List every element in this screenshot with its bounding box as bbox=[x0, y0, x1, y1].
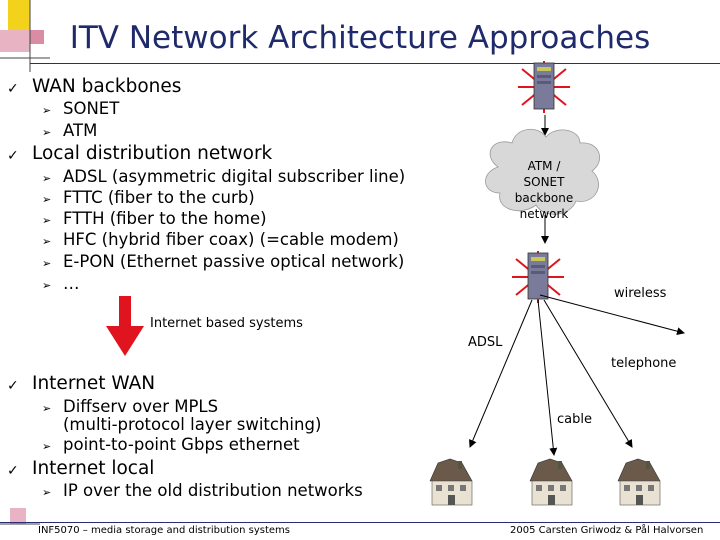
check-icon: ✓ bbox=[7, 81, 19, 97]
house-icon bbox=[429, 458, 473, 506]
server-icon bbox=[517, 60, 571, 114]
sub-bullet: FTTC (fiber to the curb) bbox=[63, 188, 255, 207]
network-diagram bbox=[429, 60, 685, 506]
arrow-bullet-icon: ➢ bbox=[42, 235, 52, 248]
server-icon bbox=[511, 250, 565, 304]
link-label-telephone: telephone bbox=[611, 356, 677, 371]
cloud-label-line: network bbox=[519, 207, 569, 221]
sub-bullet: E-PON (Ethernet passive optical network) bbox=[63, 252, 405, 271]
check-icon: ✓ bbox=[7, 463, 19, 479]
arrow-bullet-icon: ➢ bbox=[42, 440, 52, 453]
sub-bullet: IP over the old distribution networks bbox=[63, 481, 363, 500]
bullet-wan-backbones: WAN backbones bbox=[32, 76, 182, 97]
arrow-bullet-icon: ➢ bbox=[42, 172, 52, 185]
bullet-local-distribution: Local distribution network bbox=[32, 143, 273, 164]
sub-bullet: FTTH (fiber to the home) bbox=[63, 209, 267, 228]
cloud-shape bbox=[485, 129, 601, 215]
sub-bullet: Diffserv over MPLS bbox=[63, 397, 219, 416]
arrow-bullet-icon: ➢ bbox=[42, 193, 52, 206]
title-divider bbox=[30, 63, 720, 64]
sub-bullet: ATM bbox=[63, 121, 98, 140]
sub-bullet: SONET bbox=[63, 99, 120, 118]
cloud-label-line: SONET bbox=[523, 175, 565, 189]
sub-bullet: ADSL (asymmetric digital subscriber line… bbox=[63, 167, 406, 186]
sub-bullet: … bbox=[63, 274, 80, 293]
cloud-label: ATM / SONET backbone network bbox=[499, 158, 589, 222]
arrow-bullet-icon: ➢ bbox=[42, 257, 52, 270]
footer-ornament bbox=[0, 508, 40, 525]
transition-label: Internet based systems bbox=[150, 316, 303, 331]
down-arrow-icon bbox=[106, 296, 144, 356]
arrow-bullet-icon: ➢ bbox=[42, 279, 52, 292]
house-icon bbox=[529, 458, 573, 506]
house-icon bbox=[617, 458, 661, 506]
check-icon: ✓ bbox=[7, 148, 19, 164]
corner-ornament bbox=[0, 0, 50, 72]
arrow-bullet-icon: ➢ bbox=[42, 126, 52, 139]
arrow-bullet-icon: ➢ bbox=[42, 104, 52, 117]
footer-right: 2005 Carsten Griwodz & Pål Halvorsen bbox=[510, 525, 704, 536]
sub-bullet: point-to-point Gbps ethernet bbox=[63, 435, 300, 454]
arrow-bullet-icon: ➢ bbox=[42, 402, 52, 415]
arrow-bullet-icon: ➢ bbox=[42, 486, 52, 499]
check-icon: ✓ bbox=[7, 378, 19, 394]
link-label-adsl: ADSL bbox=[468, 335, 503, 350]
link-label-cable: cable bbox=[557, 412, 592, 427]
arrow-bullet-icon: ➢ bbox=[42, 214, 52, 227]
bullet-internet-local: Internet local bbox=[32, 458, 155, 479]
sub-bullet: HFC (hybrid fiber coax) (=cable modem) bbox=[63, 230, 399, 249]
cloud-label-line: backbone bbox=[514, 191, 574, 205]
cloud-label-line: ATM / bbox=[527, 159, 561, 173]
link-label-wireless: wireless bbox=[614, 286, 667, 301]
sub-bullet-continuation: (multi-protocol layer switching) bbox=[63, 415, 322, 434]
bullet-internet-wan: Internet WAN bbox=[32, 373, 156, 394]
footer-divider bbox=[0, 522, 720, 523]
slide-title: ITV Network Architecture Approaches bbox=[69, 20, 651, 56]
footer-left: INF5070 – media storage and distribution… bbox=[38, 525, 291, 536]
